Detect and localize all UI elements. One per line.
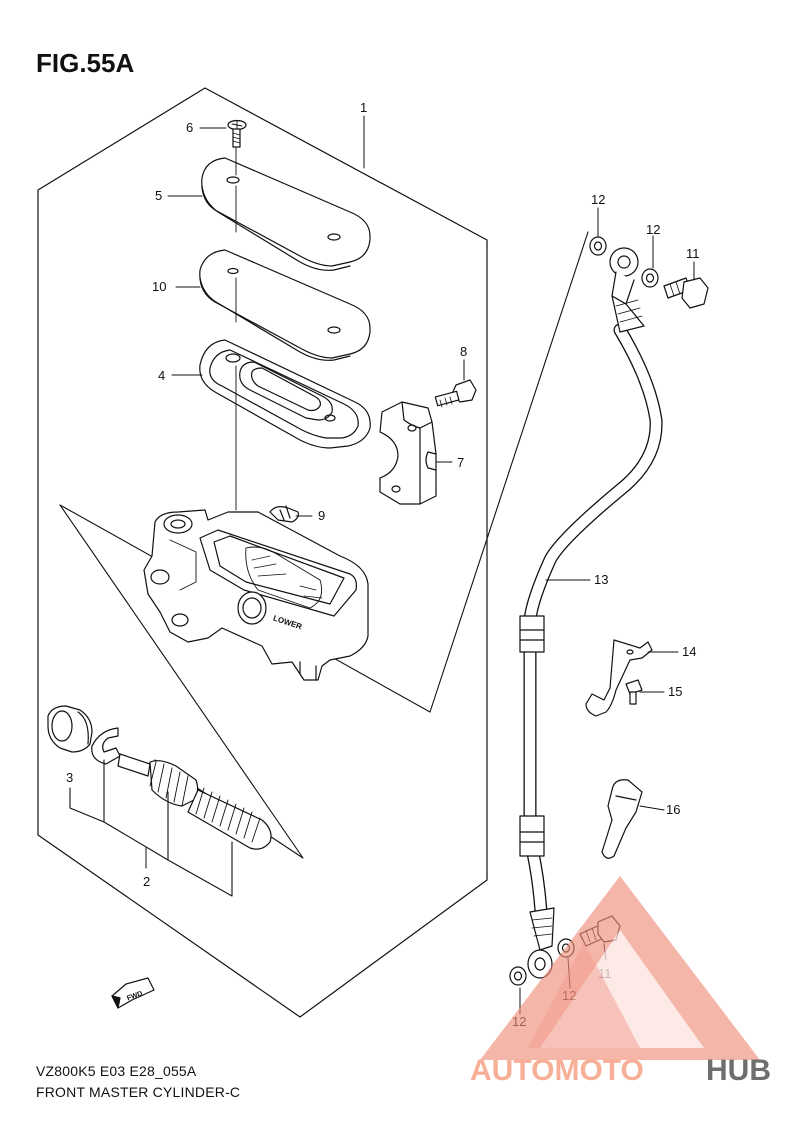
union-bolt-upper <box>663 277 709 309</box>
watermark-automoto: AUTOMOTO <box>470 1054 644 1087</box>
watermark-hub: HUB <box>706 1054 771 1087</box>
clamp-bolt <box>434 379 477 408</box>
lower-banjo-fitting <box>527 907 555 979</box>
piston-kit-bracket <box>69 759 233 897</box>
figure-name: FRONT MASTER CYLINDER-C <box>36 1084 241 1100</box>
washer-lower-left <box>509 966 527 986</box>
piston-spring-assembly <box>117 753 272 850</box>
reservoir-diaphragm <box>199 339 371 449</box>
reservoir-clip <box>269 505 299 523</box>
reservoir-cap <box>201 157 371 271</box>
callout-10: 10 <box>152 279 166 294</box>
callout-9: 9 <box>318 508 325 523</box>
washer-upper-right-hole <box>645 273 655 283</box>
clamp-screw <box>625 679 643 705</box>
washer-upper-right <box>641 268 659 288</box>
reservoir-cap-screw <box>227 119 247 148</box>
callout-14: 14 <box>682 644 696 659</box>
callout-5: 5 <box>155 188 162 203</box>
assembly-boundary <box>37 87 488 1018</box>
dust-boot <box>47 705 93 753</box>
callout-2: 2 <box>143 874 150 889</box>
brake-hose <box>519 323 663 937</box>
callout-7: 7 <box>457 455 464 470</box>
figure-code: VZ800K5 E03 E28_055A <box>36 1063 197 1079</box>
hose-clamp <box>585 639 653 717</box>
upper-banjo-fitting <box>609 247 645 333</box>
circlip <box>91 727 121 765</box>
handlebar-clamp <box>379 401 437 505</box>
hose-guide <box>601 779 643 859</box>
callout-12-top-left: 12 <box>591 192 605 207</box>
washer-upper-left-hole <box>593 241 603 251</box>
callout-11-top: 11 <box>686 246 700 261</box>
callout-8: 8 <box>460 344 467 359</box>
automotohub-watermark: AUTOMOTO HUB <box>470 876 771 1087</box>
callout-15: 15 <box>668 684 682 699</box>
figure-title: FIG.55A <box>36 48 135 78</box>
callout-3: 3 <box>66 770 73 785</box>
callout-1: 1 <box>360 100 367 115</box>
master-cylinder-body: LOWER <box>143 509 369 681</box>
washer-lower-left-hole <box>513 971 523 981</box>
washer-upper-left <box>589 236 607 256</box>
callout-6: 6 <box>186 120 193 135</box>
reservoir-plate <box>199 249 371 361</box>
callout-12-top-right: 12 <box>646 222 660 237</box>
callout-16: 16 <box>666 802 680 817</box>
forward-arrow: FWD <box>111 977 155 1009</box>
callout-13: 13 <box>594 572 608 587</box>
callout-4: 4 <box>158 368 165 383</box>
